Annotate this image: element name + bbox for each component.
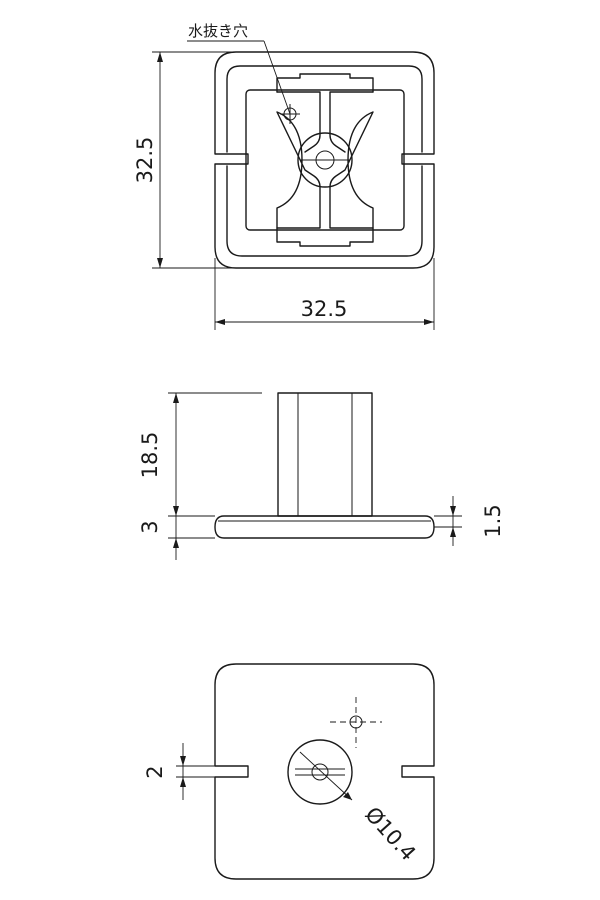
bottom-view-outline — [214, 663, 435, 880]
side-stem-height-label: 18.5 — [138, 432, 162, 479]
top-width-arrow-right — [424, 319, 434, 325]
side-lip-arrow-down — [450, 506, 456, 516]
bottom-view-center-hole — [311, 763, 329, 781]
top-view-center-hub — [297, 132, 353, 188]
bottom-slot-width-label: 2 — [143, 765, 167, 778]
bottom-diameter-label: Ø10.4 — [360, 802, 420, 865]
drain-hole-leader-diagonal — [263, 40, 291, 115]
bottom-slot-arrow-down — [180, 756, 186, 766]
top-view-top-rail — [276, 73, 374, 93]
side-stem-arrow-up — [173, 393, 179, 403]
top-view-outer-outline — [214, 51, 435, 269]
side-view-stem — [277, 392, 373, 517]
top-view-bottom-rail — [276, 227, 374, 247]
side-stem-arrow-down — [173, 506, 179, 516]
bottom-view-hole-leader — [299, 751, 353, 801]
top-view-left-jaw — [276, 91, 321, 229]
top-view-right-jaw — [329, 91, 374, 229]
top-height-arrow-up — [157, 52, 163, 62]
side-lip-height-label: 1.5 — [481, 504, 505, 537]
top-width-label: 32.5 — [301, 297, 348, 321]
top-width-arrow-left — [215, 319, 225, 325]
bottom-slot-arrow-up — [180, 777, 186, 787]
side-view: 18.5 3 1.5 — [138, 392, 505, 560]
drain-hole-label: 水抜き穴 — [188, 22, 248, 40]
top-view-inner-outline — [226, 65, 423, 257]
side-base-arrow-down — [173, 538, 179, 548]
top-view: 水抜き穴 32.5 32.5 — [133, 22, 435, 330]
top-height-arrow-down — [157, 258, 163, 268]
side-lip-arrow-up — [450, 527, 456, 537]
bottom-view: 2 Ø10.4 — [143, 663, 435, 880]
top-view-inner-frame — [245, 89, 405, 231]
side-base-height-label: 3 — [138, 520, 162, 533]
bottom-view-hole-arrow — [343, 792, 352, 800]
top-height-label: 32.5 — [133, 137, 157, 184]
side-view-base-plate — [214, 515, 435, 539]
bottom-view-center-boss — [287, 739, 353, 805]
